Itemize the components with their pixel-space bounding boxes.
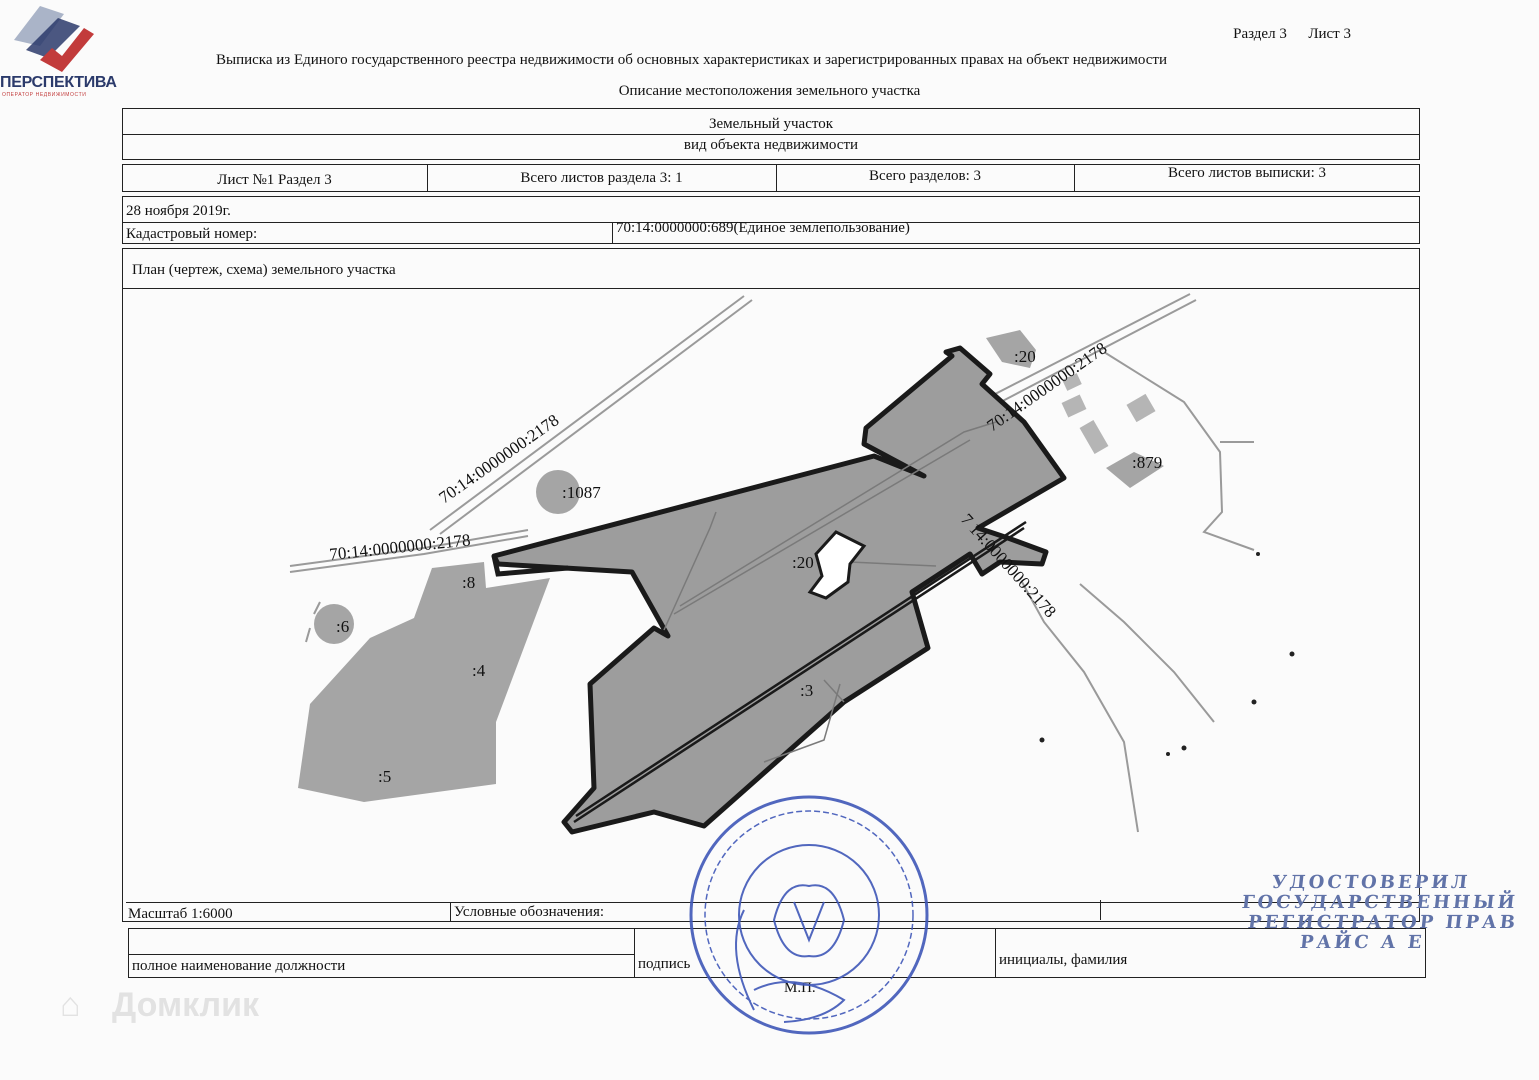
initials-caption: инициалы, фамилия — [999, 952, 1128, 968]
map-scale: Масштаб 1:6000 — [128, 906, 233, 922]
logo-text: ПЕРСПЕКТИВА — [0, 74, 117, 91]
cadastral-label: Кадастровый номер: — [126, 226, 258, 242]
registrar-stamp-line-2: ГОСУДАРСТВЕННЫЙ — [1240, 892, 1519, 913]
sheet-label: Лист 3 — [1308, 26, 1351, 42]
building-20 — [807, 530, 867, 600]
parcel-label-20-top: :20 — [1014, 347, 1036, 366]
object-type-caption: вид объекта недвижимости — [683, 137, 859, 153]
official-seal — [689, 795, 929, 1035]
sheet-info-row — [122, 164, 1420, 192]
parcel-label-8: :8 — [462, 573, 475, 592]
logo-subtitle: ОПЕРАТОР НЕДВИЖИМОСТИ — [2, 92, 87, 98]
cadastral-number: 70:14:0000000:689(Единое землепользовани… — [616, 220, 910, 236]
plan-frame — [122, 248, 1420, 922]
total-section-sheets: Всего листов раздела 3: 1 — [520, 170, 683, 186]
sheet-number: Лист №1 Раздел 3 — [217, 172, 332, 188]
extract-date: 28 ноября 2019г. — [126, 203, 231, 219]
registrar-stamp-line-4: РАЙС А Е — [1298, 932, 1426, 953]
parcel-label-5: :5 — [378, 767, 391, 786]
perspektiva-logo — [14, 6, 94, 72]
registrar-stamp-line-1: УДОСТОВЕРИЛ — [1270, 872, 1472, 893]
parcel-label-879: :879 — [1132, 453, 1162, 472]
plan-title: План (чертеж, схема) земельного участка — [132, 262, 396, 278]
parcel-label-4: :4 — [472, 661, 486, 680]
total-extract-sheets: Всего листов выписки: 3 — [1168, 165, 1326, 181]
road-label-b: 70:14:0000000:2178 — [328, 530, 471, 564]
document-title: Выписка из Единого государственного реес… — [216, 52, 1168, 68]
parcel-label-6: :6 — [336, 617, 349, 636]
cadastral-map: 70:14:0000000:2178 70:14:0000000:2178 70… — [289, 293, 1295, 835]
section-sheet-header: Раздел 3 Лист 3 — [1233, 26, 1351, 43]
parcel-label-3: :3 — [800, 681, 813, 700]
cadastral-block — [122, 196, 1420, 244]
house-icon: ⌂ — [60, 986, 81, 1024]
legend-label: Условные обозначения: — [454, 904, 605, 920]
total-sections: Всего разделов: 3 — [868, 168, 982, 184]
parcel-879 — [1106, 452, 1164, 488]
registrar-stamp-line-3: РЕГИСТРАТОР ПРАВ — [1246, 912, 1519, 933]
document-subtitle: Описание местоположения земельного участ… — [618, 83, 921, 99]
road-label-d: 7 14:0000000:2178 — [957, 510, 1060, 621]
parcel-4 — [298, 562, 550, 802]
parcel-6 — [314, 604, 354, 644]
parcel-20-top — [986, 330, 1036, 368]
section-label: Раздел 3 — [1233, 26, 1287, 42]
parcel-1087 — [536, 470, 580, 514]
parcel-label-1087: :1087 — [562, 483, 601, 502]
position-caption: полное наименование должности — [132, 958, 346, 974]
domclick-watermark: ⌂ Домклик — [60, 986, 259, 1025]
object-name: Земельный участок — [708, 116, 834, 132]
signature-caption: подпись — [638, 956, 691, 972]
watermark-text: Домклик — [112, 986, 260, 1024]
parcel-label-20-mid: :20 — [792, 553, 814, 572]
parcel-689 — [491, 345, 1067, 835]
